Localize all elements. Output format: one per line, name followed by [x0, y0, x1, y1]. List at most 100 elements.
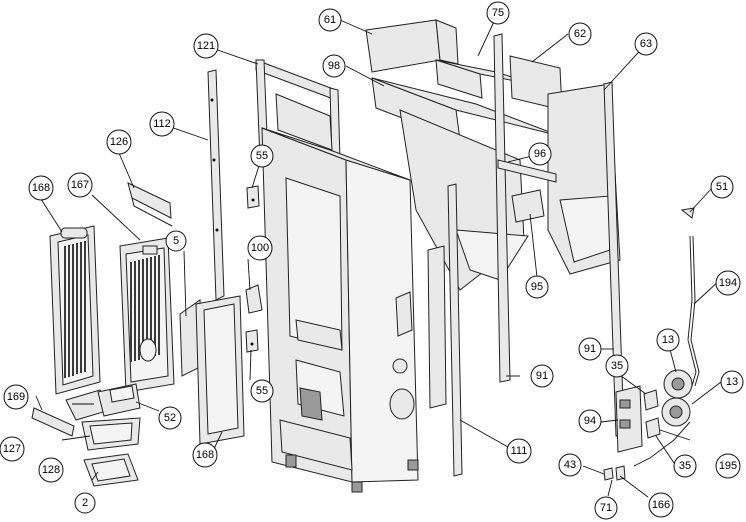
callout-55-upper: 55: [250, 144, 274, 168]
part-35-sensor-upper: [643, 389, 659, 411]
callout-52-label: 52: [164, 412, 176, 424]
part-128-ash-tray: [81, 417, 141, 451]
callout-51: 51: [710, 175, 734, 199]
part-126-bracket: [127, 182, 173, 227]
callout-63-label: 63: [640, 38, 652, 50]
callout-62-label: 62: [574, 28, 586, 40]
callout-166-label: 166: [652, 499, 670, 511]
part-43-clip: [603, 467, 614, 481]
callout-61-label: 61: [324, 14, 336, 26]
part-111-vertical-strip: [427, 183, 463, 477]
callout-168-upper-label: 168: [32, 182, 50, 194]
callout-128: 128: [38, 457, 64, 483]
callout-13-upper-label: 13: [662, 334, 674, 346]
part-5-door-frame: [179, 295, 245, 445]
callout-91-center-label: 91: [536, 370, 548, 382]
callout-91-center: 91: [530, 364, 554, 388]
part-167-grille-panel: [119, 237, 175, 393]
callout-194: 194: [715, 270, 741, 296]
callout-5: 5: [165, 230, 187, 252]
callout-167-label: 167: [71, 179, 89, 191]
callout-75-label: 75: [492, 7, 504, 19]
callout-63: 63: [634, 32, 658, 56]
part-166-clip: [615, 465, 626, 481]
callout-43-label: 43: [564, 459, 576, 471]
callout-96-label: 96: [534, 148, 546, 160]
part-55-bracket-upper: [246, 185, 260, 209]
callout-112-label: 112: [153, 118, 171, 130]
callout-168-upper: 168: [28, 175, 54, 201]
callout-13-lower-label: 13: [726, 376, 738, 388]
callout-71: 71: [594, 496, 618, 520]
callout-5-label: 5: [173, 235, 179, 247]
callout-91-right-label: 91: [584, 343, 596, 355]
callout-55-lower-label: 55: [256, 385, 268, 397]
callout-95: 95: [525, 275, 549, 299]
part-35-sensor-lower: [645, 417, 661, 439]
callout-35-upper-label: 35: [611, 360, 623, 372]
callout-55-upper-label: 55: [256, 150, 268, 162]
callout-98-label: 98: [328, 60, 340, 72]
callout-111: 111: [506, 438, 532, 464]
part-96-rod: [493, 33, 557, 383]
callout-194-label: 194: [719, 277, 737, 289]
callout-94: 94: [578, 409, 602, 433]
callout-169: 169: [3, 384, 29, 410]
part-100-latch: [245, 284, 263, 314]
callout-35-lower-label: 35: [679, 460, 691, 472]
part-168-grille-panel: [49, 225, 101, 395]
part-52-burner-pot: [97, 383, 141, 417]
callout-94-label: 94: [584, 415, 596, 427]
part-95-bracket: [511, 189, 545, 223]
callout-52: 52: [158, 406, 182, 430]
callout-126-label: 126: [110, 136, 128, 148]
callout-98: 98: [322, 54, 346, 78]
callout-195-label: 195: [719, 460, 737, 472]
part-195-cable: [633, 421, 691, 467]
main-stove-body: [261, 93, 419, 493]
part-194-tube: [687, 235, 700, 387]
callout-112: 112: [149, 111, 175, 137]
callout-128-label: 128: [42, 464, 60, 476]
callout-96: 96: [528, 142, 552, 166]
callout-62: 62: [568, 22, 592, 46]
part-94-board: [615, 385, 643, 453]
callout-168-lower-label: 168: [196, 449, 214, 461]
callout-71-label: 71: [600, 502, 612, 514]
callout-2: 2: [74, 492, 96, 514]
part-127-bar: [31, 407, 75, 437]
callout-169-label: 169: [7, 391, 25, 403]
callout-43: 43: [558, 453, 582, 477]
callout-35-upper: 35: [605, 354, 629, 378]
callout-51-label: 51: [716, 181, 728, 193]
part-112-vertical-strip: [207, 69, 225, 301]
callout-121: 121: [193, 33, 219, 59]
callout-166: 166: [648, 492, 674, 518]
callout-61: 61: [318, 8, 342, 32]
part-55-bracket-lower: [245, 329, 259, 353]
callout-127-label: 127: [3, 443, 21, 455]
callout-35-lower: 35: [673, 454, 697, 478]
part-63-side-panel: [547, 83, 621, 275]
part-13-fan-lower: [661, 397, 691, 427]
callout-100-label: 100: [251, 242, 269, 254]
callout-127: 127: [0, 436, 25, 462]
callout-13-upper: 13: [656, 328, 680, 352]
part-13-fan-upper: [663, 369, 693, 399]
part-2-grate: [83, 453, 139, 487]
callout-95-label: 95: [531, 281, 543, 293]
callout-126: 126: [106, 129, 132, 155]
callout-111-label: 111: [511, 445, 528, 457]
callout-91-right: 91: [578, 337, 602, 361]
callout-121-label: 121: [197, 40, 215, 52]
callout-168-lower: 168: [192, 442, 218, 468]
callout-2-label: 2: [82, 497, 88, 509]
callout-13-lower: 13: [720, 370, 744, 394]
callout-75: 75: [486, 1, 510, 25]
callout-55-lower: 55: [250, 379, 274, 403]
callout-167: 167: [67, 172, 93, 198]
callout-195: 195: [715, 453, 741, 479]
callout-100: 100: [247, 235, 273, 261]
